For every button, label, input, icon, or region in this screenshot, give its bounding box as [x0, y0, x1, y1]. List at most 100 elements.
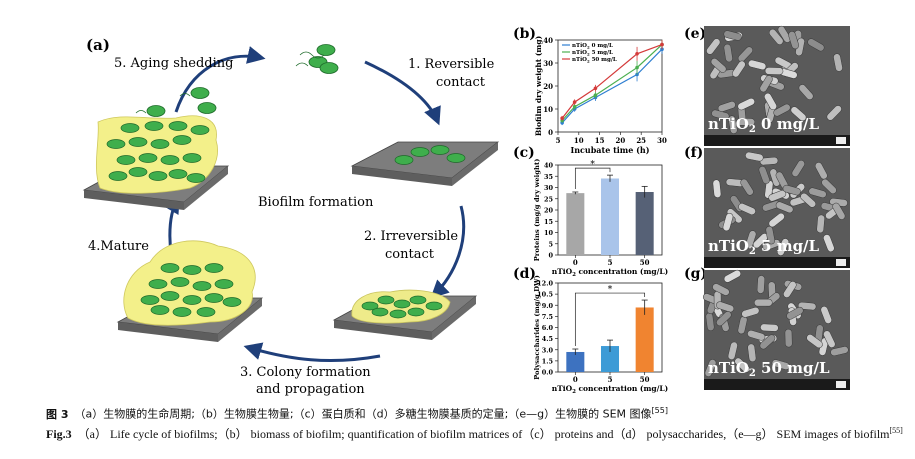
- arrow-irreversible: [430, 205, 466, 299]
- sem-cell-1-6: [777, 238, 790, 256]
- chart-b-xtick-label-2: 15: [595, 136, 605, 145]
- stage-1-label-line2: contact: [436, 75, 486, 90]
- chart-c-ytick-label-5: 25: [544, 195, 554, 203]
- caption-chinese: 图 3 （a）生物膜的生命周期;（b）生物膜生物量;（c）蛋白质和（d）多糖生物膜…: [46, 403, 906, 422]
- sem-info-strip-2: [704, 379, 850, 390]
- chart-c-significance-bracket: [574, 167, 611, 189]
- chart-d-xtick-label-0: 0: [573, 375, 578, 384]
- panel-a: (a) 5. Aging shedding 1. Reversible cont…: [82, 36, 500, 397]
- chart-b-legend-label-0: nTiO2 0 mg/L: [572, 43, 613, 49]
- chart-c-ytick-label-8: 40: [544, 162, 554, 170]
- sem-info-strip-1: [704, 257, 850, 268]
- chart-c-significance-mark: *: [590, 160, 595, 170]
- sem-cell-1-27: [722, 213, 734, 232]
- sem-cell-2-34: [756, 275, 766, 294]
- sem-cell-0-28: [723, 30, 742, 41]
- chart-b-ytick-label-3: 30: [543, 59, 553, 68]
- chart-c-xtick-label-2: 50: [640, 258, 650, 267]
- stage-3-label-line2: and propagation: [256, 382, 365, 397]
- sem-cell-2-36: [734, 357, 750, 373]
- chart-d-ytick-label-4: 6.0: [542, 324, 554, 332]
- sem-cell-1-36: [765, 226, 776, 245]
- sem-cell-0-21: [732, 60, 746, 78]
- stage-1-label-line1: 1. Reversible: [408, 57, 495, 72]
- panel-d-label: (d): [513, 266, 536, 282]
- sem-panels: nTiO2 0 mg/L nTiO2 5 mg/L nTiO2 50 mg/L: [702, 25, 850, 390]
- plate-mature: [116, 240, 264, 342]
- stage-3-label-line1: 3. Colony formation: [240, 365, 371, 380]
- sem-cell-2-35: [704, 359, 717, 377]
- sem-cell-2-28: [759, 334, 776, 350]
- chart-c-ytick-label-1: 5: [548, 240, 553, 248]
- sem-panel-2: nTiO2 50 mg/L: [702, 269, 850, 390]
- sem-panel-0: nTiO2 0 mg/L: [704, 25, 850, 146]
- chart-c-ytick-label-0: 0: [548, 252, 553, 260]
- planktonic-cells-top: [295, 44, 339, 74]
- sem-cell-0-33: [788, 31, 800, 50]
- chart-b-xtick-label-0: 5: [556, 136, 561, 145]
- panel-a-label: (a): [86, 36, 110, 54]
- sem-cell-2-32: [727, 341, 738, 360]
- sem-cell-2-25: [754, 298, 773, 307]
- chart-b-point-2-4: [660, 42, 664, 47]
- sem-label-1: nTiO2 5 mg/L: [708, 237, 820, 257]
- sem-cell-0-34: [764, 67, 784, 75]
- sem-cell-0-19: [826, 105, 842, 121]
- chart-b-ylabel: Biofilm dry weight (mg): [534, 36, 543, 136]
- chart-b-ytick-label-0: 0: [548, 128, 553, 137]
- caption-cn-ref: [55]: [651, 406, 668, 415]
- caption-cn-text: （a）生物膜的生命周期;（b）生物膜生物量;（c）蛋白质和（d）多糖生物膜基质的…: [74, 407, 652, 421]
- sem-cell-1-37: [821, 178, 837, 194]
- stage-5-label: 5. Aging shedding: [114, 56, 233, 71]
- sem-cell-1-15: [745, 230, 757, 249]
- chart-d-ytick-label-7: 10.5: [537, 291, 553, 299]
- sem-cell-0-36: [798, 84, 814, 100]
- chart-b-point-2-3: [635, 52, 639, 56]
- center-label: Biofilm formation: [258, 195, 374, 210]
- sem-cell-2-30: [741, 306, 760, 318]
- chart-c-ytick-label-2: 10: [544, 229, 554, 237]
- chart-b-xtick-label-3: 20: [616, 136, 626, 145]
- sem-cell-1-9: [768, 190, 787, 202]
- sem-cell-1-24: [800, 192, 817, 208]
- chart-c-ytick-label-4: 20: [544, 207, 554, 215]
- caption-cn-label: 图 3: [46, 407, 69, 421]
- chart-b-xtick-label-4: 25: [636, 136, 646, 145]
- sem-cell-0-18: [737, 97, 755, 111]
- sem-cell-2-12: [783, 281, 797, 298]
- chart-c-xlabel: nTiO2 concentration (mg/L): [552, 267, 668, 278]
- chart-b-point-2-0: [560, 116, 564, 120]
- chart-d-ytick-label-3: 4.5: [542, 335, 554, 343]
- sem-panel-1: nTiO2 5 mg/L: [704, 148, 850, 268]
- sem-cell-0-17: [737, 46, 753, 62]
- chart-d-significance-mark: *: [608, 285, 613, 295]
- sem-cell-2-4: [784, 328, 793, 348]
- sem-cell-2-19: [823, 330, 836, 348]
- sem-cell-2-18: [747, 343, 757, 362]
- sem-cell-2-27: [760, 323, 779, 332]
- sem-cell-1-25: [823, 234, 835, 252]
- stage-2-label-line2: contact: [385, 247, 435, 262]
- chart-c-bar-1: [600, 178, 620, 255]
- sem-cell-0-32: [807, 38, 825, 52]
- sem-cell-1-26: [808, 187, 827, 198]
- chart-d-ytick-label-8: 12.0: [537, 280, 553, 288]
- sem-cell-0-26: [706, 38, 721, 55]
- sem-cell-1-28: [740, 178, 754, 196]
- chart-b-legend-label-1: nTiO2 5 mg/L: [572, 50, 613, 56]
- sem-cell-0-37: [711, 109, 730, 120]
- sem-cell-0-31: [710, 58, 727, 73]
- chart-d-significance-bracket: [574, 292, 646, 347]
- chart-c-ylabel: Proteins (mg/g dry weight): [533, 159, 541, 262]
- panel-b-label: (b): [513, 26, 536, 42]
- shedding-cells: [135, 87, 217, 117]
- sem-logo-1: [836, 259, 846, 266]
- chart-d-bar-2: [635, 307, 654, 372]
- chart-c-bar-2: [635, 192, 654, 255]
- sem-cell-0-35: [764, 92, 777, 111]
- sem-cell-2-37: [786, 306, 804, 320]
- chart-c-ytick-label-7: 35: [544, 173, 554, 181]
- panel-e-label: (e): [684, 26, 706, 42]
- sem-cell-2-24: [716, 311, 732, 327]
